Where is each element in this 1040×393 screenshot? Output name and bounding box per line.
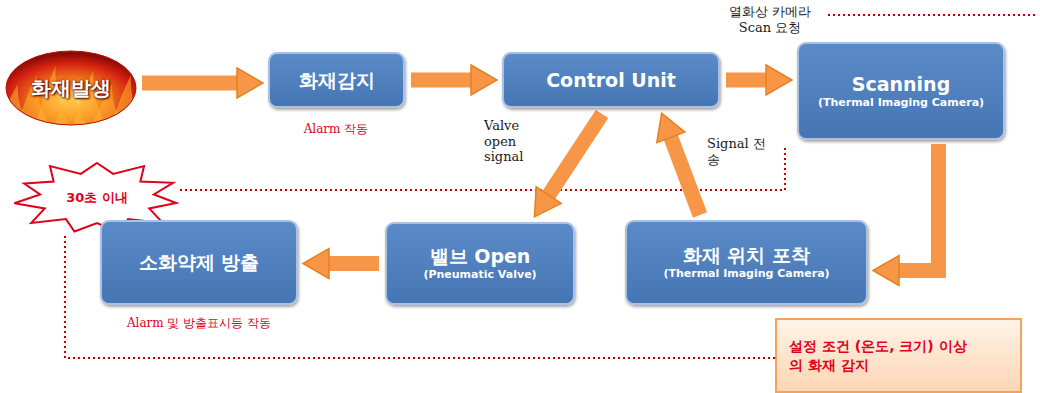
alarm-note: Alarm 및 방출표시등 작동 <box>125 315 273 332</box>
node-title: 설정 조건 (온도, 크기) 이상의 화재 감지 <box>789 337 979 375</box>
flow-arrow <box>328 256 379 271</box>
node-title: 화재감지 <box>299 69 375 92</box>
flow-arrow <box>726 73 767 88</box>
node-subtitle: (Pneumatic Valve) <box>423 268 536 282</box>
signal-label: Signal 전송 <box>705 136 775 167</box>
fire-ellipse: 화재발생 <box>5 50 137 126</box>
process-box: 화재감지 <box>268 52 405 108</box>
flow-arrow <box>898 144 938 271</box>
flame-tongue <box>111 75 145 126</box>
node-title: 화재발생 <box>31 75 111 102</box>
flow-arrow <box>548 114 602 196</box>
node-title: Scanning <box>852 73 950 96</box>
condition-callout: 설정 조건 (온도, 크기) 이상의 화재 감지 <box>775 318 1022 393</box>
node-title: 화재 위치 포착 <box>683 244 810 267</box>
node-title: Control Unit <box>546 69 676 92</box>
node-title: 소화약제 방출 <box>139 251 260 274</box>
process-box: 소화약제 방출 <box>100 220 298 305</box>
fire-flames <box>0 50 145 126</box>
fire-outline <box>6 51 136 125</box>
signal-label: 열화상 카메라 Scan 요청 <box>712 4 828 35</box>
flow-arrow <box>670 136 700 215</box>
process-box: Control Unit <box>502 52 720 108</box>
flow-arrow <box>142 76 238 91</box>
dotted-timing-line <box>828 14 1035 16</box>
node-title: 30초 이내 <box>66 189 128 207</box>
process-box: Scanning(Thermal Imaging Camera) <box>797 42 1005 140</box>
process-box: 화재 위치 포착(Thermal Imaging Camera) <box>625 220 868 305</box>
alarm-note: Alarm 작동 <box>302 121 371 138</box>
flow-arrow <box>411 73 472 88</box>
signal-label: Valve open signal <box>482 118 550 165</box>
node-subtitle: (Thermal Imaging Camera) <box>818 96 984 110</box>
node-subtitle: (Thermal Imaging Camera) <box>663 267 829 281</box>
process-box: 밸브 Open(Pneumatic Valve) <box>385 222 575 305</box>
node-title: 밸브 Open <box>430 245 531 268</box>
fire-glow <box>5 50 137 126</box>
